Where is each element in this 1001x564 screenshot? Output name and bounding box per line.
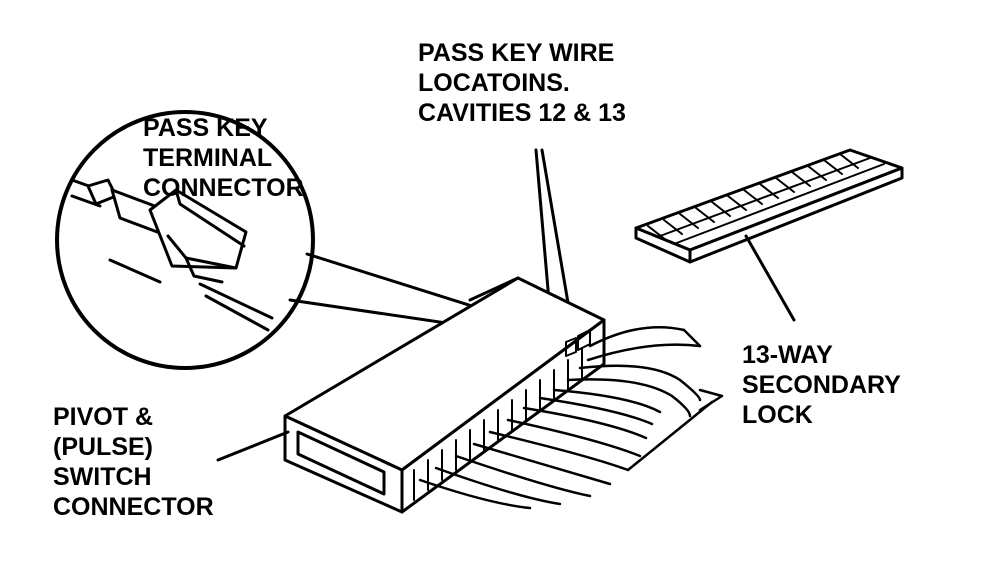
- lock-leader: [744, 234, 796, 322]
- cavity-12-13-marks: [565, 329, 591, 357]
- wire-bundle: [418, 325, 724, 510]
- pass-key-terminal-line-2: TERMINAL: [143, 144, 273, 172]
- pass-key-wire-label: PASS KEY WIRE LOCATOINS. CAVITIES 12 & 1…: [418, 38, 626, 128]
- secondary-lock-line-2: SECONDARY: [742, 371, 901, 399]
- inset-circle: [55, 110, 315, 370]
- secondary-lock-line-1: 13-WAY: [742, 341, 833, 369]
- terminal-detail-inset: [55, 110, 315, 370]
- pivot-switch-line-4: CONNECTOR: [53, 493, 214, 521]
- cavity-slots: [413, 347, 583, 501]
- pass-key-wire-line-3: CAVITIES 12 & 13: [418, 99, 626, 127]
- pass-key-wire-line-1: PASS KEY WIRE: [418, 39, 615, 67]
- pivot-leader: [216, 430, 290, 462]
- pivot-switch-line-2: (PULSE): [53, 433, 153, 461]
- pass-key-terminal-label: PASS KEY TERMINAL CONNECTOR: [143, 113, 304, 203]
- pass-key-terminal-line-1: PASS KEY: [143, 114, 268, 142]
- terminal-latch: [148, 188, 248, 270]
- pivot-switch-connector-body: [283, 276, 606, 514]
- secondary-lock-label: 13-WAY SECONDARY LOCK: [742, 340, 901, 430]
- secondary-lock-line-3: LOCK: [742, 401, 813, 429]
- pass-key-terminal-line-3: CONNECTOR: [143, 174, 304, 202]
- housing-opening: [296, 430, 386, 496]
- pivot-switch-line-3: SWITCH: [53, 463, 152, 491]
- pass-key-wire-line-2: LOCATOINS.: [418, 69, 570, 97]
- pivot-switch-line-1: PIVOT &: [53, 403, 154, 431]
- housing-side: [400, 318, 606, 514]
- secondary-lock-part: [634, 148, 904, 264]
- lock-slots: [647, 153, 859, 241]
- lock-side: [688, 166, 904, 264]
- lock-ridges: [659, 157, 885, 245]
- housing-ledge: [468, 276, 520, 302]
- terminal-lead-lines: [108, 258, 274, 332]
- pivot-switch-connector-label: PIVOT & (PULSE) SWITCH CONNECTOR: [53, 402, 214, 522]
- lock-top: [634, 148, 904, 252]
